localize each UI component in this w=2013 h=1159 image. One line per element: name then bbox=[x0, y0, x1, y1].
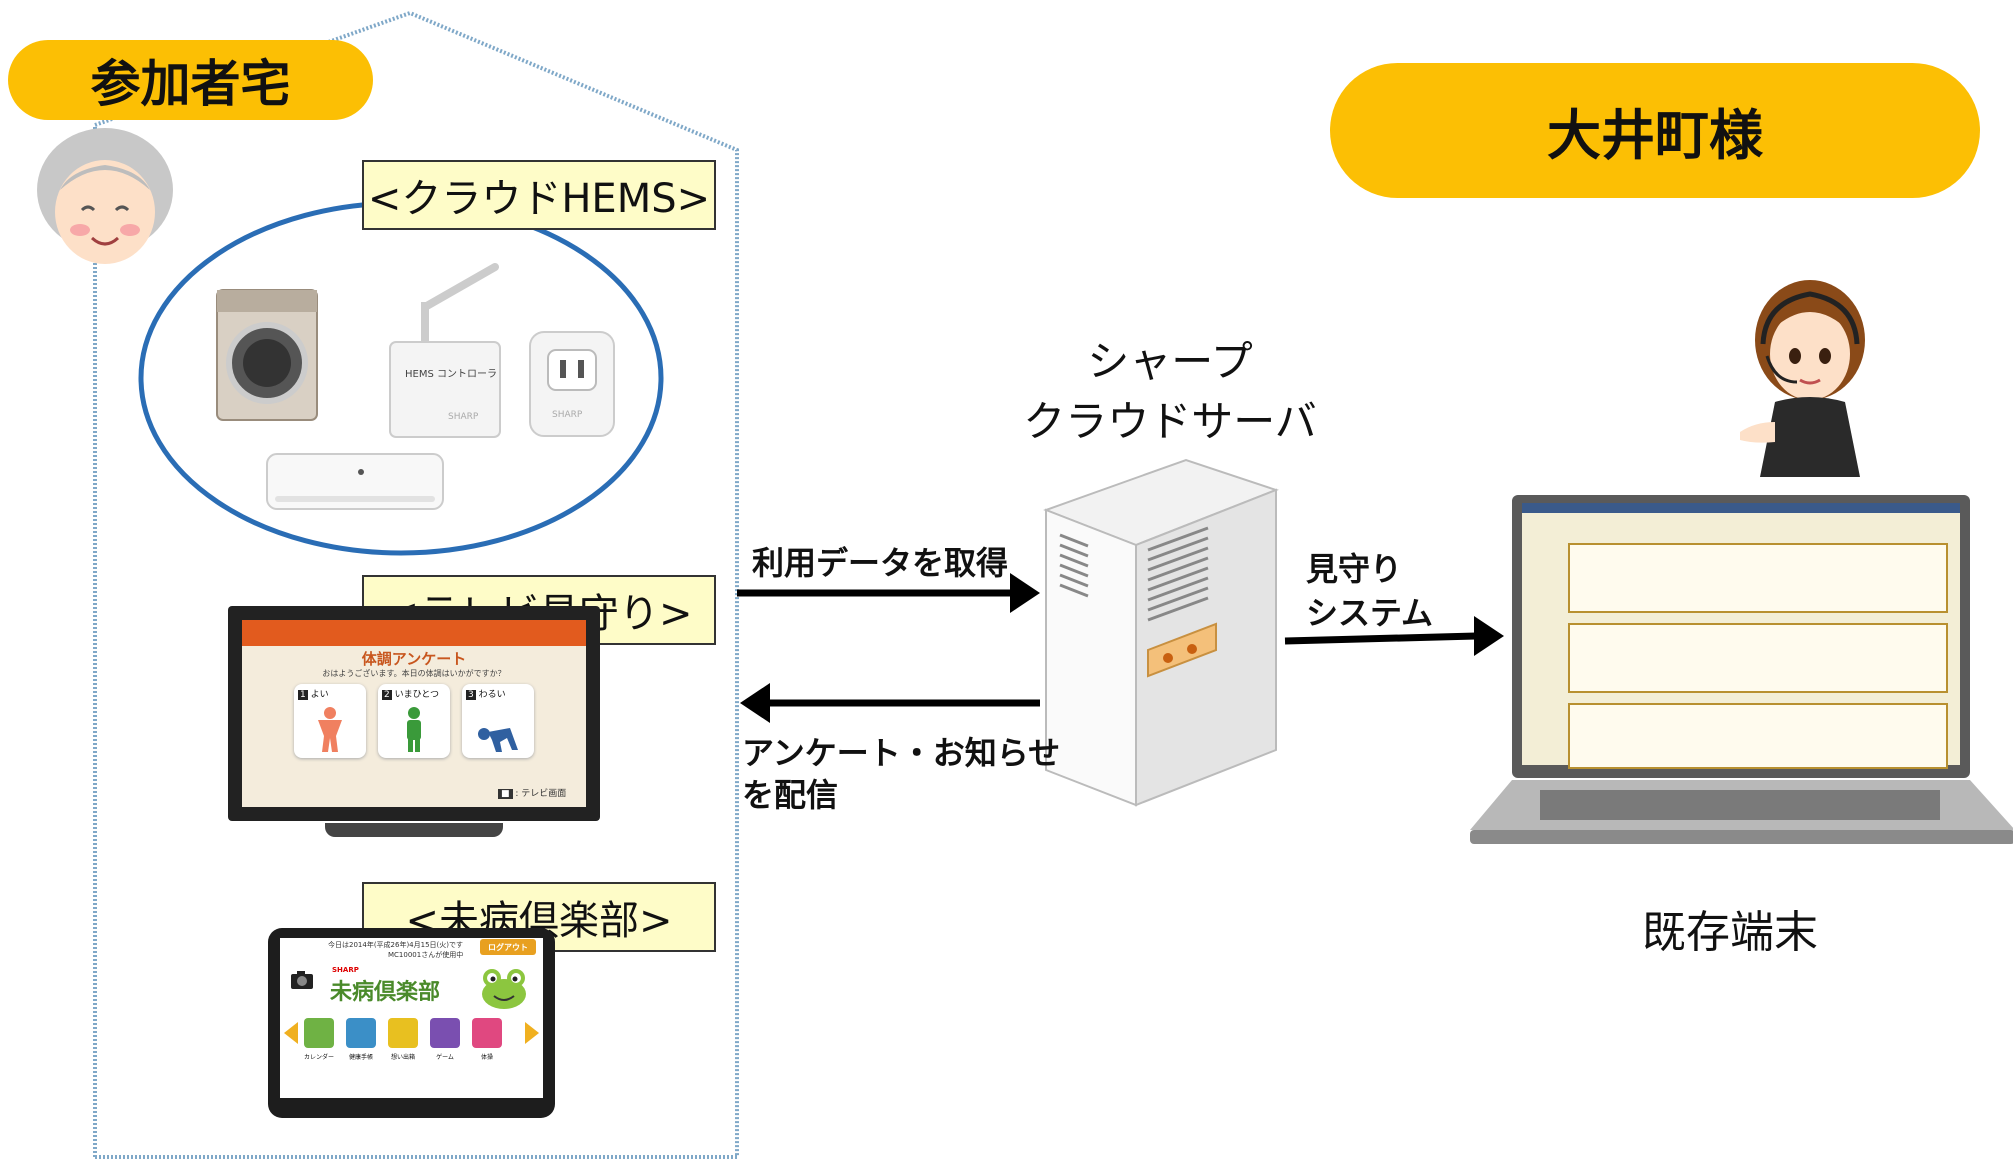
frog-mascot-icon bbox=[482, 969, 526, 1009]
town-title-badge: 大井町様 bbox=[1330, 63, 1980, 198]
game-icon[interactable] bbox=[430, 1018, 460, 1048]
tv-screen-title: 体調アンケート bbox=[361, 650, 467, 668]
tv-option-2-num: 2 bbox=[382, 690, 392, 700]
household-title-badge: 参加者宅 bbox=[8, 40, 373, 120]
hems-controller-text: HEMS コントローラ bbox=[405, 369, 497, 380]
tv-option-2-label: いまひとつ bbox=[394, 690, 439, 700]
arrow-to-terminal bbox=[1474, 616, 1504, 656]
air-conditioner-icon bbox=[266, 453, 444, 510]
town-title: 大井町様 bbox=[1547, 104, 1763, 167]
arrow-label-to-town-line1: 見守り bbox=[1306, 550, 1403, 588]
health-notebook-icon[interactable] bbox=[346, 1018, 376, 1048]
person-soso-icon bbox=[407, 707, 421, 752]
tablet-icon-label-3: 想い出箱 bbox=[390, 1054, 415, 1061]
tv-screen-subtitle: おはようございます。本日の体調はいかがですか？ bbox=[322, 669, 506, 678]
camera-icon[interactable] bbox=[290, 970, 314, 990]
tv-option-2[interactable]: 2 いまひとつ bbox=[378, 684, 450, 758]
tv-screen-header-bar bbox=[242, 620, 586, 646]
arrow-label-to-town-line2: システム bbox=[1306, 594, 1434, 632]
tv-stand bbox=[325, 823, 503, 837]
server-title-line2: クラウドサーバ bbox=[1023, 397, 1317, 446]
tablet-icon-label-1: カレンダー bbox=[303, 1054, 334, 1061]
arrow-label-to-server: 利用データを取得 bbox=[752, 544, 1009, 582]
tv-option-3-num: 3 bbox=[466, 690, 476, 700]
tv-option-3[interactable]: 3 わるい bbox=[462, 684, 534, 758]
grandmother-avatar-icon bbox=[37, 128, 173, 264]
tablet-frame: 今日は2014年(平成26年)4月15日(火)です MC10001さんが使用中 … bbox=[268, 928, 555, 1118]
tv-option-1[interactable]: 1 よい bbox=[294, 684, 366, 758]
hems-label: <クラウドHEMS> bbox=[367, 176, 711, 222]
arrow-to-server bbox=[1010, 573, 1040, 613]
tablet-brand: SHARP bbox=[332, 966, 359, 974]
hems-controller-icon bbox=[389, 263, 501, 438]
terminal-label: 既存端末 bbox=[1642, 907, 1818, 958]
tablet-logout-button[interactable]: ログアウト bbox=[480, 939, 536, 955]
memory-box-icon[interactable] bbox=[388, 1018, 418, 1048]
arrow-label-to-home-line1: アンケート・お知らせ bbox=[742, 734, 1061, 772]
tablet-next-icon[interactable] bbox=[523, 1020, 541, 1046]
tablet-icon-label-5: 体操 bbox=[480, 1054, 493, 1061]
tablet-prev-icon[interactable] bbox=[282, 1020, 300, 1046]
terminal-screen-content bbox=[1568, 543, 1948, 769]
person-good-icon bbox=[318, 707, 342, 752]
hems-label-box: <クラウドHEMS> bbox=[362, 160, 716, 230]
tv-option-1-num: 1 bbox=[298, 690, 308, 700]
terminal-record-2 bbox=[1568, 623, 1948, 693]
smart-plug-icon bbox=[529, 331, 615, 437]
smart-plug-brand: SHARP bbox=[552, 410, 583, 420]
tv-screen-footer: ■ : テレビ画面 bbox=[498, 786, 566, 799]
server-title-line1: シャープ bbox=[1087, 337, 1253, 386]
tablet-user: MC10001さんが使用中 bbox=[388, 951, 464, 959]
cloud-server-icon bbox=[1043, 458, 1279, 807]
tablet-icon-label-4: ゲーム bbox=[436, 1054, 454, 1061]
house-outline bbox=[93, 10, 739, 1157]
hems-controller-brand: SHARP bbox=[448, 412, 479, 422]
arrow-label-to-home-line2: を配信 bbox=[742, 776, 839, 814]
tv-option-1-label: よい bbox=[310, 690, 329, 700]
terminal-record-1 bbox=[1568, 543, 1948, 613]
tv-option-3-label: わるい bbox=[478, 690, 506, 700]
washing-machine-icon bbox=[216, 289, 318, 421]
exercise-icon[interactable] bbox=[472, 1018, 502, 1048]
tablet-title: 未病倶楽部 bbox=[330, 980, 441, 1005]
terminal-record-3 bbox=[1568, 703, 1948, 769]
operator-avatar-icon bbox=[1740, 280, 1865, 477]
tv-frame: 体調アンケート おはようございます。本日の体調はいかがですか？ 1 よい 2 い… bbox=[228, 606, 600, 821]
tablet-icon-label-2: 健康手帳 bbox=[348, 1054, 373, 1061]
household-title: 参加者宅 bbox=[90, 55, 291, 113]
arrow-to-home bbox=[740, 683, 770, 723]
tablet-date: 今日は2014年(平成26年)4月15日(火)です bbox=[328, 941, 464, 949]
calendar-icon[interactable] bbox=[304, 1018, 334, 1048]
tablet-screen: 今日は2014年(平成26年)4月15日(火)です MC10001さんが使用中 … bbox=[280, 938, 543, 1098]
person-bad-icon bbox=[478, 728, 518, 752]
tv-screen: 体調アンケート おはようございます。本日の体調はいかがですか？ 1 よい 2 い… bbox=[242, 620, 586, 807]
